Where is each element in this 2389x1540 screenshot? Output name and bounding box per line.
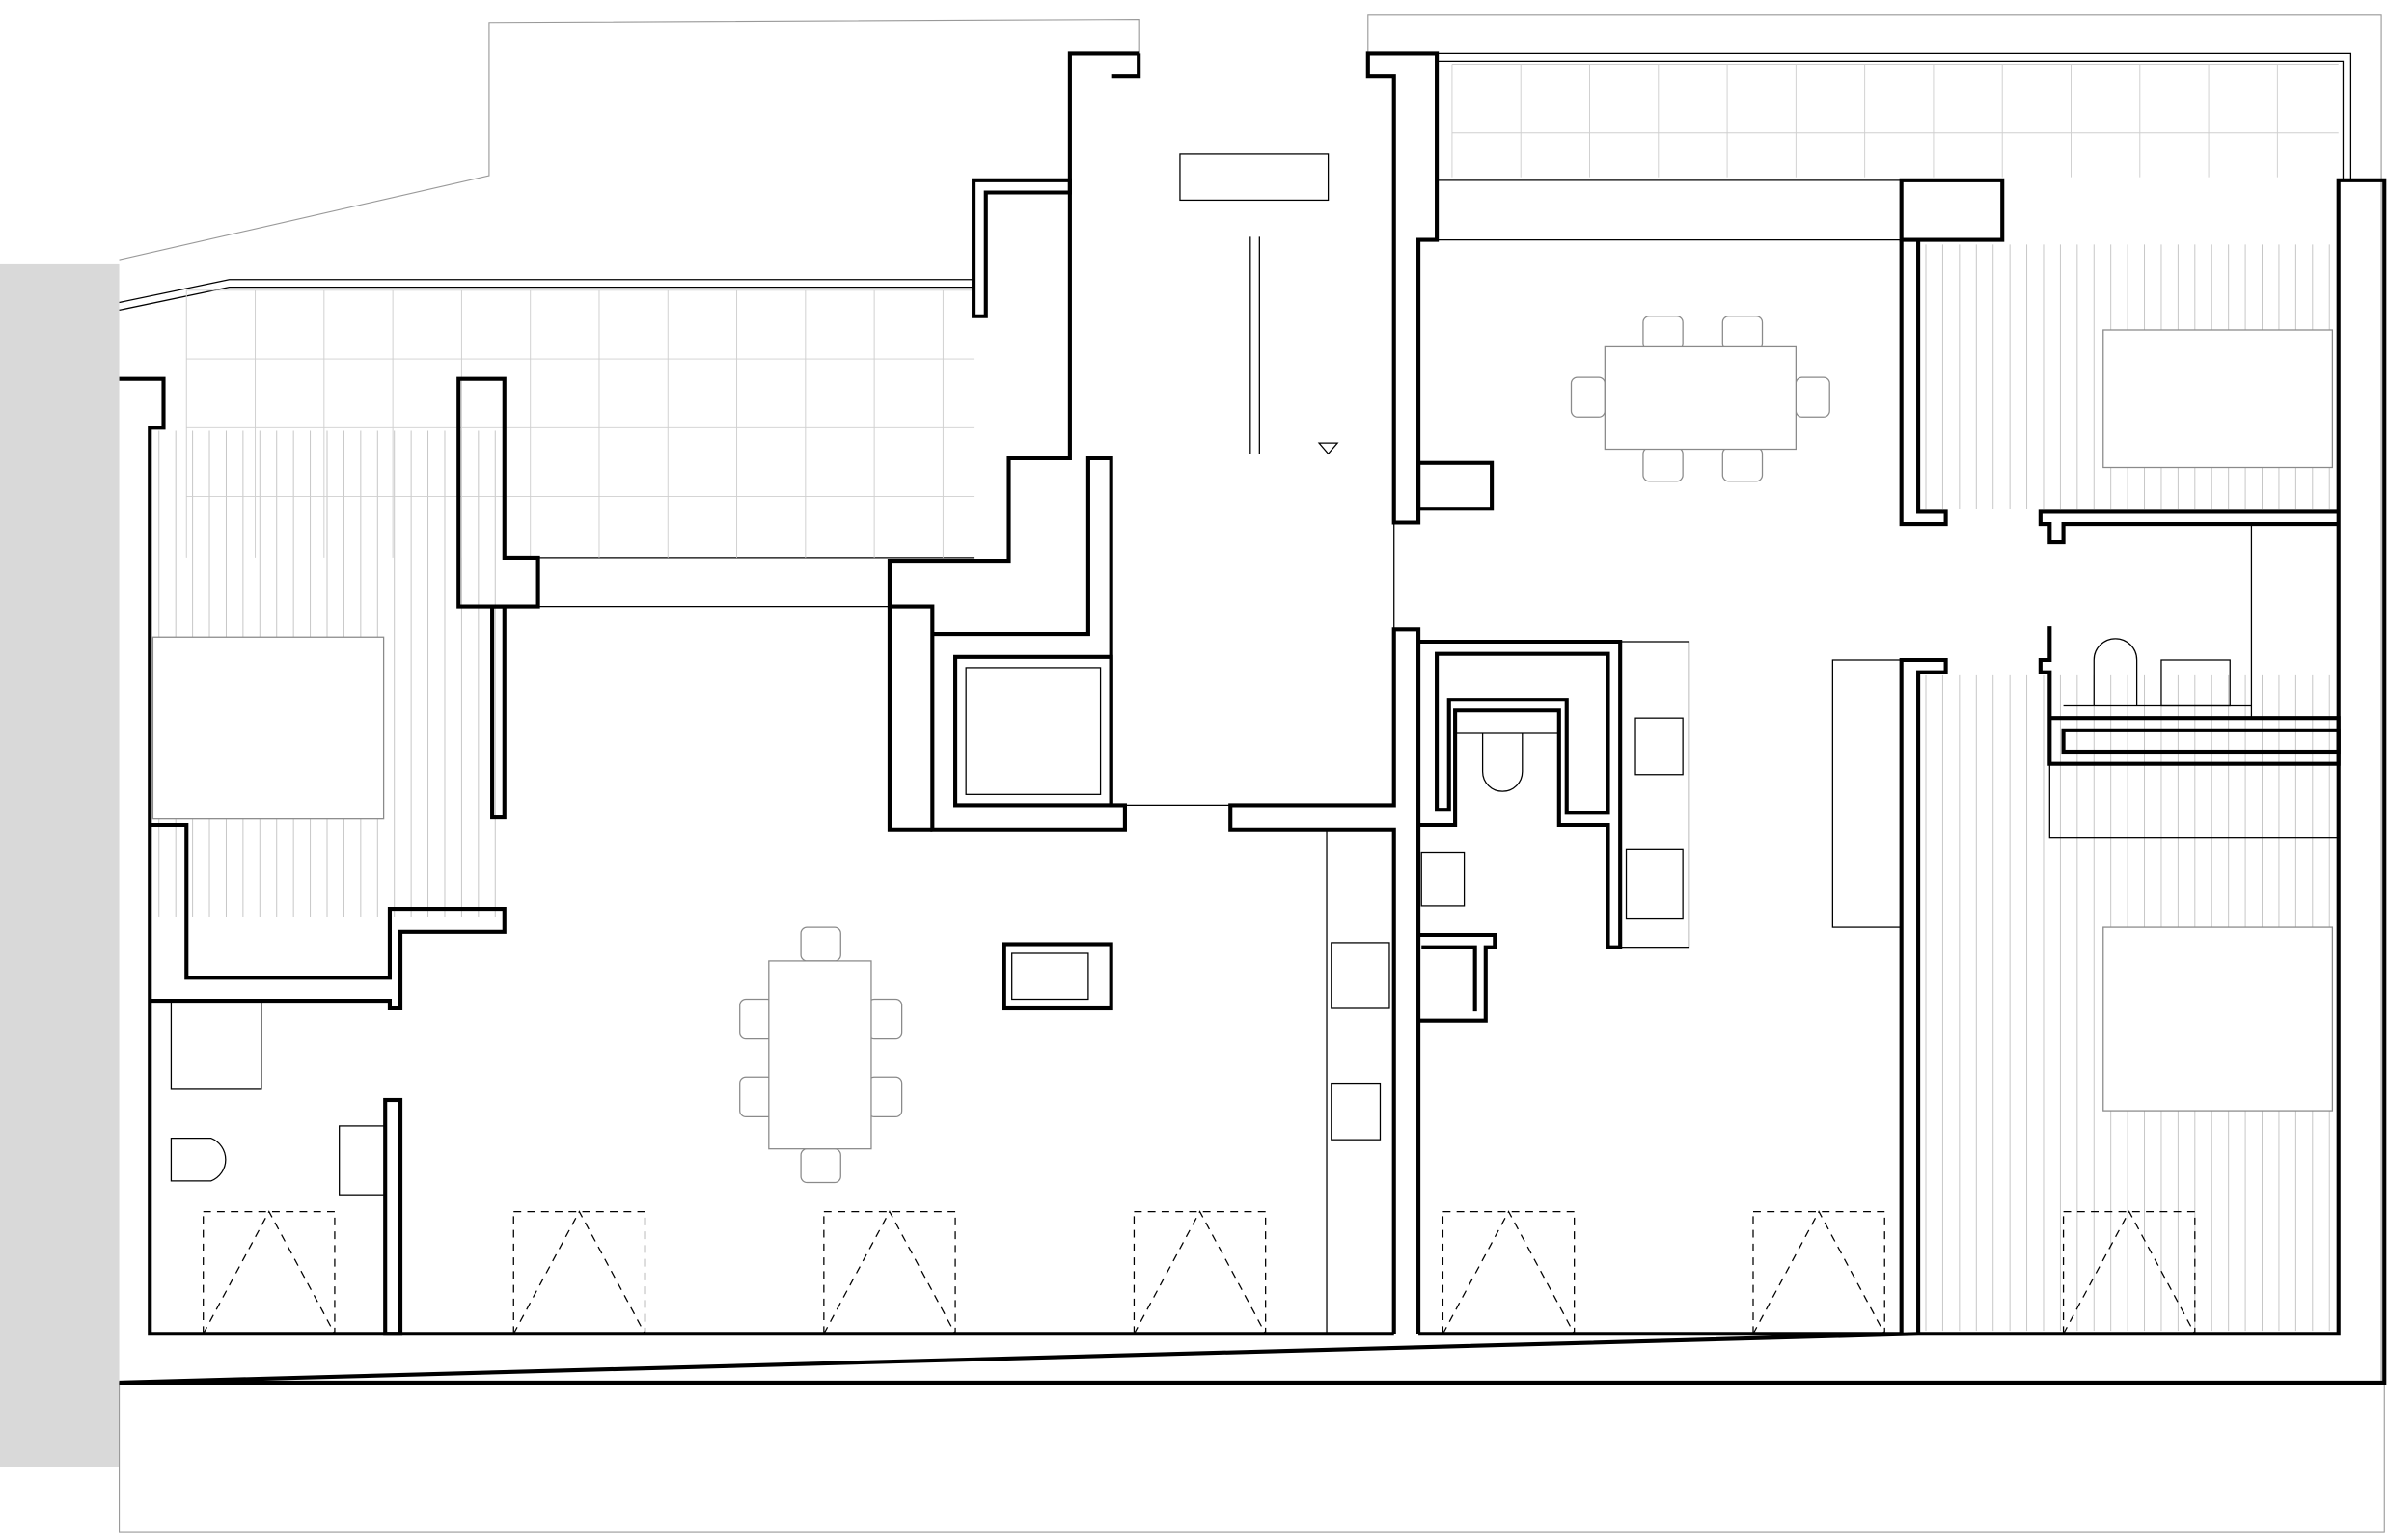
- dining-table-right: [1570, 316, 1830, 482]
- right-wc-walls: [1418, 639, 1623, 949]
- terrace-parapet: [972, 178, 1072, 318]
- right-bedroom-lower-wall: [1899, 657, 1948, 1334]
- right-bathroom-inner: [2061, 728, 2341, 755]
- kitchen-counter-left: [1326, 829, 1390, 1334]
- bed-right-lower: [2102, 926, 2334, 1112]
- left-bedroom-partition: [150, 822, 507, 1011]
- sink-center: [1420, 851, 1466, 907]
- chimney: [1416, 460, 1495, 511]
- street-strip: [119, 1382, 2385, 1533]
- bath-storage-right: [2048, 763, 2340, 839]
- central-partition: [1228, 627, 1421, 1334]
- toilet-center-icon: [1481, 733, 1524, 792]
- floor-hatching: [158, 64, 2339, 1332]
- sink-right: [2160, 659, 2231, 707]
- shaft: [953, 654, 1113, 808]
- toilet-right-icon: [2093, 638, 2138, 706]
- site-outline-right: [1367, 14, 2382, 1383]
- stair-core-left-wall: [887, 51, 1140, 832]
- right-bedroom-upper-wall: [1899, 239, 1948, 527]
- roof-window: [823, 1210, 956, 1334]
- exterior-wall: [119, 178, 2387, 1385]
- stair-arrow-icon: [1317, 442, 1339, 455]
- fireplace: [1002, 942, 1113, 1011]
- sink-left: [339, 1125, 386, 1196]
- roof-window: [2062, 1210, 2196, 1334]
- toilet-left-icon: [170, 1137, 227, 1182]
- left-bedroom-closet-wall: [490, 604, 507, 820]
- bed-right-upper: [2102, 329, 2334, 469]
- roof-window: [203, 1210, 336, 1334]
- dining-table-left: [739, 926, 903, 1184]
- stair-core-left-wall-inner: [887, 53, 1141, 832]
- roof-window: [1442, 1210, 1576, 1334]
- right-bathroom-wall: [2038, 509, 2341, 766]
- kitchen-counter-right: [1619, 641, 1690, 949]
- site-band: [0, 263, 120, 1468]
- bed-left: [151, 636, 385, 820]
- windows: [203, 1210, 2196, 1334]
- site-outline: [119, 19, 1140, 261]
- stair-core-right-wall: [1365, 51, 1440, 525]
- roof-window: [512, 1210, 646, 1334]
- terrace-left: [119, 279, 975, 608]
- roof-window: [1133, 1210, 1267, 1334]
- left-bedroom-wall: [456, 376, 540, 609]
- terrace-right: [1437, 52, 2352, 241]
- wardrobe-right: [1831, 659, 1903, 928]
- shaft-inner: [965, 667, 1102, 795]
- bathroom-wall: [383, 1097, 403, 1336]
- right-closet-wall: [1418, 932, 1497, 1023]
- wardrobe-left-bath: [170, 1000, 262, 1090]
- staircase: [1111, 153, 1395, 807]
- structural-column: [1899, 178, 2005, 242]
- roof-window: [1752, 1210, 1885, 1334]
